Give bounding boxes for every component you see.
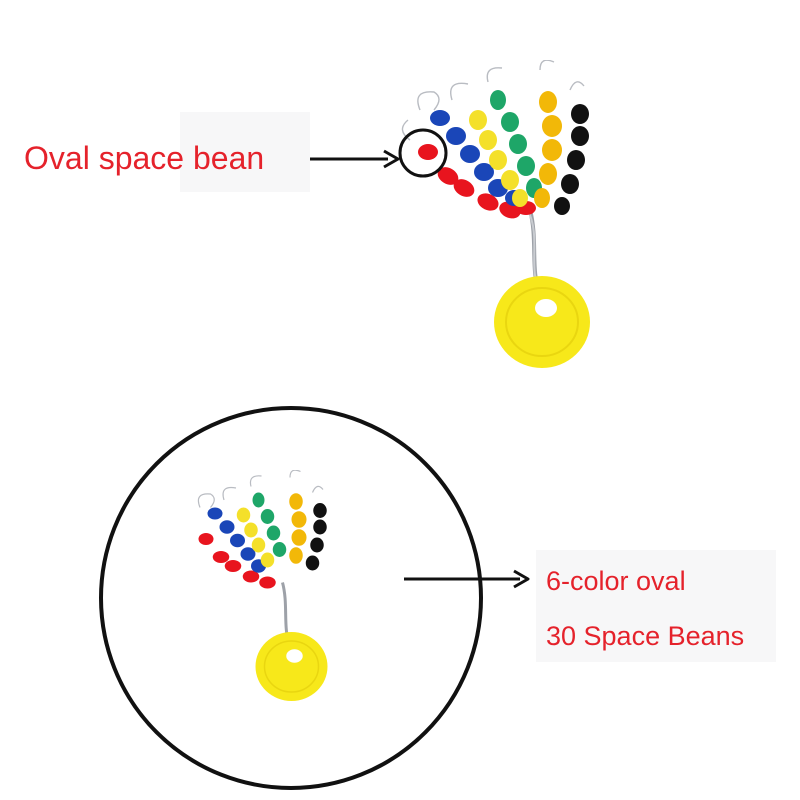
oval-space-bean-label: Oval space bean [24, 140, 265, 176]
thirty-space-beans-label: 30 Space Beans [546, 621, 745, 651]
highlight-circle-small [398, 128, 448, 178]
product-image-top [401, 60, 590, 368]
black-bean-row [554, 104, 589, 215]
amber-bean-row [534, 91, 562, 208]
bottom-label-backdrop [536, 550, 776, 662]
highlight-circle-large [99, 406, 483, 790]
product-image-bottom [197, 470, 328, 701]
blue-bean-row [430, 110, 523, 206]
arrow-top [310, 149, 400, 169]
six-color-oval-label: 6-color oval [546, 566, 686, 596]
bean-stopper-cluster [401, 60, 590, 368]
arrow-bottom [404, 569, 530, 589]
top-label-backdrop [180, 112, 310, 192]
yellow-bean-row [469, 110, 528, 207]
yellow-float-disc [494, 276, 590, 368]
